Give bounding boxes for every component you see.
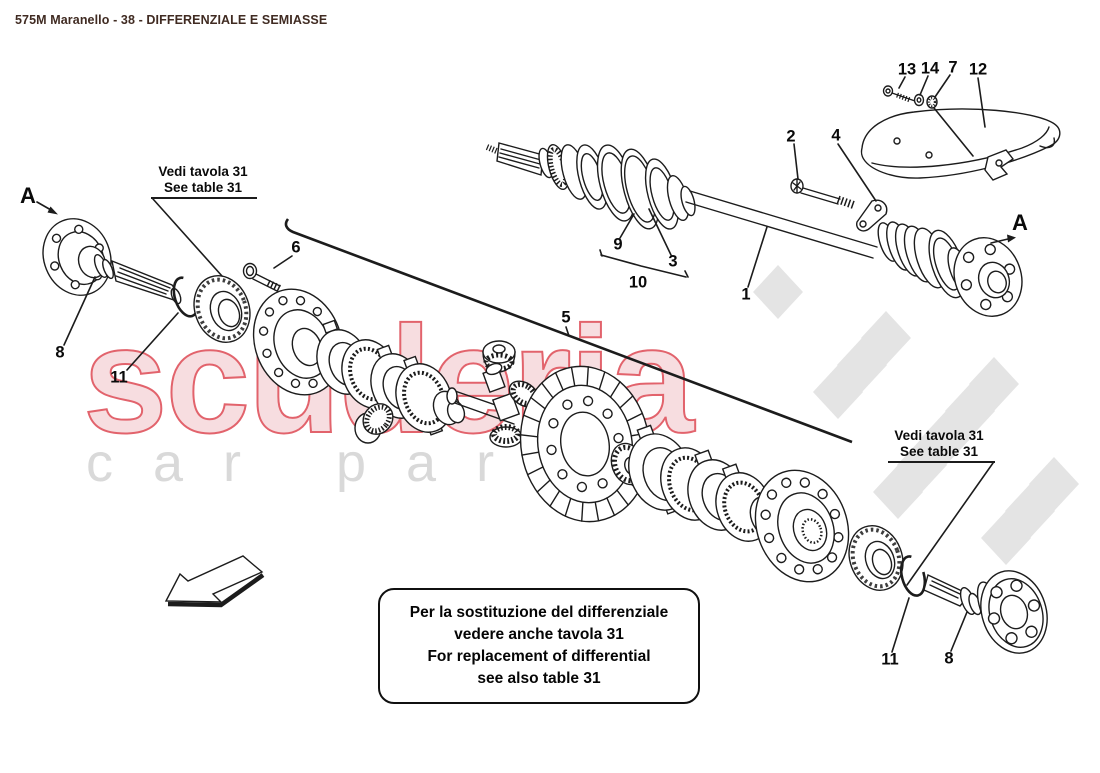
see-table-left-line1: Vedi tavola 31 [158,164,248,179]
note-line-3: For replacement of differential [427,648,651,665]
callout-13: 13 [897,60,917,79]
callout-11-left: 11 [110,368,128,387]
callout-11-right: 11 [881,650,899,669]
right-snap-ring-drawing [899,555,927,597]
see-table-left-line2: See table 31 [163,179,243,195]
right-hub-drawing [923,570,1048,654]
callout-8-left: 8 [55,343,65,362]
callout-6: 6 [291,238,301,257]
axle-shaft-drawing [685,190,878,259]
see-table-note-left: Vedi tavola 31 See table 31 [147,164,259,195]
callout-9: 9 [613,235,623,254]
see-table-note-right: Vedi tavola 31 See table 31 [882,428,996,459]
see-table-right-line1: Vedi tavola 31 [894,428,984,443]
callout-14: 14 [920,59,940,78]
leader-lines [36,74,1016,653]
guard-hardware-drawing [882,85,974,157]
callout-5: 5 [561,308,571,327]
bolt-6-drawing [242,262,283,293]
diff-right-flange-drawing [754,469,850,583]
callout-10: 10 [628,273,648,292]
callout-12: 12 [968,60,988,79]
right-cv-boot-drawing [877,221,1023,317]
callout-7: 7 [948,58,958,77]
bolt-2-drawing [790,178,857,210]
callout-3: 3 [668,252,678,271]
note-line-2: vedere anche tavola 31 [454,626,624,643]
right-bearing-drawing [848,525,904,591]
direction-arrow [164,555,265,608]
page-title: 575M Maranello - 38 - DIFFERENZIALE E SE… [15,13,328,27]
callout-1: 1 [741,285,751,304]
small-bevel-gear-left-drawing [354,403,394,444]
callout-8-right: 8 [944,649,954,668]
guard-cover-drawing [860,108,1061,181]
note-line-1: Per la sostituzione del differenziale [409,604,669,621]
callout-2: 2 [786,127,796,146]
note-line-4: see also table 31 [477,670,601,687]
view-a-label-right: A [1012,210,1028,235]
right-clutch-stack-drawing [628,424,789,542]
spider-gear-cross-drawing [446,362,540,448]
callout-4: 4 [831,126,841,145]
left-hub-drawing [42,218,182,305]
see-table-right-line2: See table 31 [899,443,979,459]
left-clutch-stack-drawing [316,319,466,436]
bracket-4-drawing [856,199,888,232]
replacement-note-box: Per la sostituzione del differenziale ve… [378,588,700,704]
view-a-label-left: A [20,183,36,208]
left-bearing-drawing [193,275,251,343]
cv-joint-drawing [485,142,696,230]
